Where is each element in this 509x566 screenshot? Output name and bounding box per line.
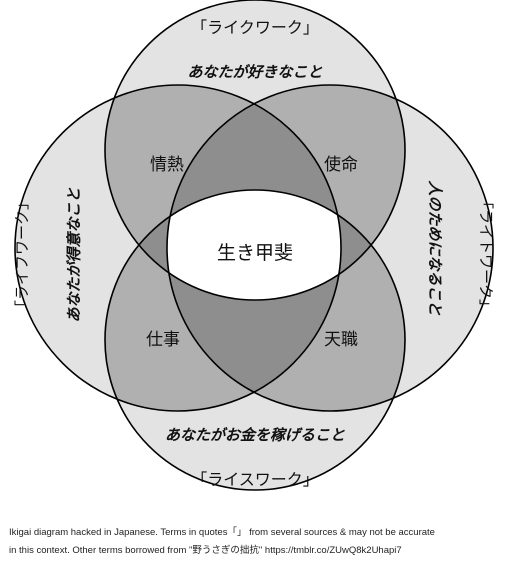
bottom-bracket-label: 「ライスワーク」 (191, 470, 319, 489)
profession-label: 仕事 (146, 330, 180, 350)
left-circle-label: あなたが得意なこと (65, 187, 83, 322)
caption-line-2: in this context. Other terms borrowed fr… (9, 545, 402, 556)
right-circle-label: 人のためになること (426, 180, 444, 315)
bottom-circle-label: あなたがお金を稼げること (165, 426, 345, 444)
ikigai-venn-diagram: 「ライクワーク」 あなたが好きなこと あなたがお金を稼げること 「ライスワーク」… (13, 0, 495, 491)
mission-label: 使命 (324, 154, 358, 175)
caption-line-1: Ikigai diagram hacked in Japanese. Terms… (9, 527, 435, 538)
left-bracket-label: 「ライフワーク」 (13, 195, 31, 315)
top-bracket-label: 「ライクワーク」 (191, 18, 319, 37)
outline-left (14, 84, 342, 412)
passion-label: 情熱 (150, 155, 184, 175)
right-bracket-label: 「ライトワーク」 (477, 194, 495, 314)
vocation-label: 天職 (324, 330, 358, 350)
outline-top (104, 0, 406, 301)
center-region (167, 190, 341, 300)
outline-bottom (104, 189, 406, 491)
caption: Ikigai diagram hacked in Japanese. Terms… (9, 524, 504, 560)
center-label: 生き甲斐 (217, 242, 293, 264)
top-circle-label: あなたが好きなこと (187, 63, 322, 81)
circle-outlines (14, 0, 494, 491)
outline-right (166, 84, 494, 412)
